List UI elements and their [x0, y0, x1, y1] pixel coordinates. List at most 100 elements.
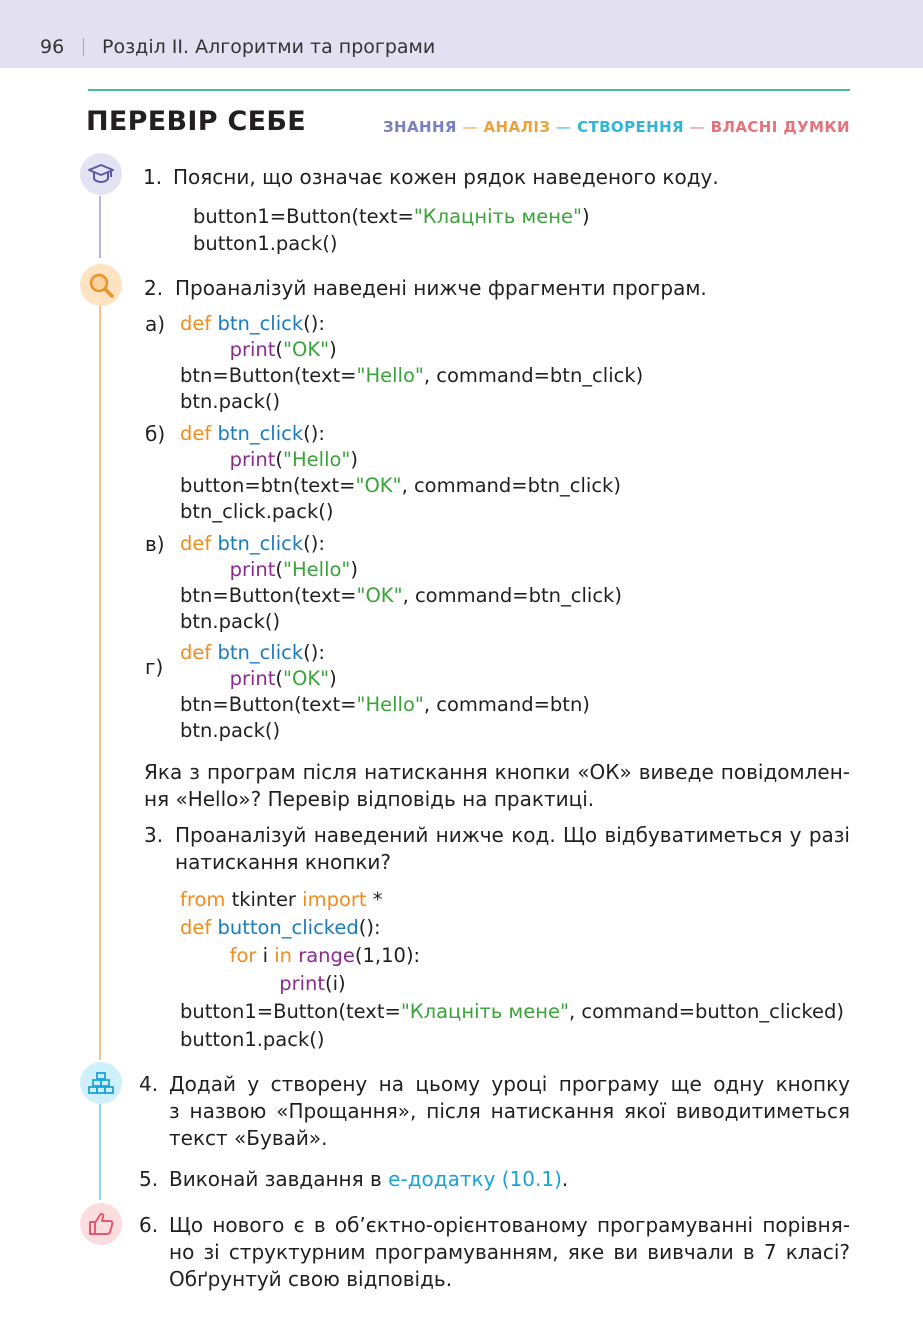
task-4-number: 4. — [139, 1072, 159, 1096]
task-5-number: 5. — [139, 1167, 159, 1191]
code-token: def — [180, 532, 218, 555]
code-token: def — [180, 641, 218, 664]
code-token: ) — [581, 205, 590, 228]
code-line: def btn_click(): — [180, 532, 325, 555]
code-token: "Hello" — [356, 364, 424, 387]
task-4-line-3: текст «Бувай». — [169, 1126, 328, 1150]
code-line: btn=Button(text="OK", command=btn_click) — [180, 584, 622, 607]
task-3-number: 3. — [144, 823, 164, 847]
task-5-text-after: . — [561, 1167, 569, 1191]
task-6-line-2: но зі структурним програмуванням, яке ви… — [169, 1240, 850, 1264]
code-token: btn_click — [217, 312, 304, 335]
code-line: print("Hello") — [180, 448, 358, 471]
code-token: btn.pack() — [180, 610, 281, 633]
code-line: button1=Button(text="Клацніть мене") — [193, 205, 590, 228]
code-line: print(i) — [180, 972, 346, 995]
code-token: (1,10): — [354, 944, 421, 967]
task-4-line-2: з назвою «Прощання», після натискання як… — [169, 1099, 850, 1123]
code-token: range — [298, 944, 355, 967]
code-token: ( — [275, 448, 284, 471]
code-token — [180, 667, 230, 690]
code-token: (i) — [325, 972, 346, 995]
code-line: def btn_click(): — [180, 312, 325, 335]
code-token: "Клацніть мене" — [413, 205, 582, 228]
task-4-line-1: Додай у створену на цьому уроці програму… — [169, 1072, 850, 1096]
code-token: "Клацніть мене" — [400, 1000, 569, 1023]
task-2-question-line-1: Яка з програм після натискання кнопки «О… — [144, 760, 850, 784]
header-divider — [83, 38, 84, 56]
code-line: print("OK") — [180, 667, 337, 690]
code-token: button=btn(text= — [180, 474, 356, 497]
code-token — [180, 338, 230, 361]
code-token: ( — [275, 558, 284, 581]
task-5-text: Виконай завдання в е-додатку (10.1). — [169, 1167, 568, 1191]
task-2-question-line-2: ня «Hello»? Перевір відповідь на практиц… — [144, 787, 595, 811]
code-line: btn=Button(text="Hello", command=btn_cli… — [180, 364, 643, 387]
code-line: btn_click.pack() — [180, 500, 333, 523]
code-token: , command=btn_click) — [402, 584, 622, 607]
code-token: button1=Button(text= — [193, 205, 414, 228]
code-token: def — [180, 422, 218, 445]
code-token: button1.pack() — [193, 232, 338, 255]
legend-knowledge: ЗНАННЯ — [382, 118, 457, 136]
code-token: "OK" — [283, 338, 330, 361]
knowledge-line — [99, 196, 101, 258]
code-line: btn.pack() — [180, 610, 280, 633]
page-header: 96 Розділ ІІ. Алгоритми та програми — [0, 0, 923, 68]
code-token: ( — [275, 667, 284, 690]
creation-line — [99, 1104, 101, 1200]
legend-creation: СТВОРЕННЯ — [577, 118, 684, 136]
task-5-text-before: Виконай завдання в — [169, 1167, 389, 1191]
code-token: button1=Button(text= — [180, 1000, 401, 1023]
blocks-icon — [80, 1062, 122, 1104]
chapter-title: Розділ ІІ. Алгоритми та програми — [102, 36, 436, 58]
task-3-text-line-2: натискання кнопки? — [175, 850, 392, 874]
graduation-cap-icon — [80, 153, 122, 195]
task-6-number: 6. — [139, 1213, 159, 1237]
code-token: for — [229, 944, 263, 967]
code-token: import — [302, 888, 373, 911]
variant-label: в) — [145, 532, 165, 556]
task-6-line-1: Що нового є в об’єктно-орієнтованому про… — [169, 1213, 850, 1237]
code-line: button1=Button(text="Клацніть мене", com… — [180, 1000, 844, 1023]
skill-legend: ЗНАННЯ — АНАЛІЗ — СТВОРЕННЯ — ВЛАСНІ ДУМ… — [383, 118, 850, 136]
code-token — [180, 558, 230, 581]
code-token: print — [279, 972, 326, 995]
legend-opinion: ВЛАСНІ ДУМКИ — [710, 118, 850, 136]
code-token: tkinter — [231, 888, 303, 911]
code-token: ( — [275, 338, 284, 361]
task-1-text: Поясни, що означає кожен рядок наведеног… — [173, 165, 719, 189]
code-token: btn.pack() — [180, 390, 281, 413]
variant-label: г) — [145, 655, 164, 679]
thumbs-up-icon — [80, 1203, 122, 1245]
page-number: 96 — [40, 36, 65, 58]
code-token: btn=Button(text= — [180, 584, 357, 607]
variant-label: б) — [145, 422, 166, 446]
task-6-line-3: Обґрунтуй свою відповідь. — [169, 1267, 453, 1291]
code-token: def — [180, 916, 218, 939]
code-token: print — [229, 338, 276, 361]
code-token: def — [180, 312, 218, 335]
code-line: btn.pack() — [180, 390, 280, 413]
code-token: print — [229, 667, 276, 690]
code-token — [180, 972, 279, 995]
section-title: ПЕРЕВІР СЕБЕ — [86, 106, 306, 137]
code-token: , command=btn_click) — [401, 474, 621, 497]
code-token: "Hello" — [283, 558, 351, 581]
code-token: * — [372, 888, 383, 911]
legend-analysis: АНАЛІЗ — [483, 118, 551, 136]
code-token: button_clicked — [217, 916, 359, 939]
code-token: "OK" — [355, 474, 402, 497]
code-token: in — [274, 944, 299, 967]
code-token: btn_click.pack() — [180, 500, 334, 523]
e-supplement-link[interactable]: е-додатку (10.1) — [388, 1167, 562, 1191]
code-token: ) — [329, 338, 337, 361]
code-token: ) — [329, 667, 337, 690]
code-token: button1.pack() — [180, 1028, 325, 1051]
code-token: from — [180, 888, 232, 911]
magnifier-icon — [80, 264, 122, 306]
code-token: i — [262, 944, 275, 967]
legend-dash: — — [556, 118, 572, 136]
code-line: def button_clicked(): — [180, 916, 381, 939]
variant-label: а) — [145, 312, 166, 336]
